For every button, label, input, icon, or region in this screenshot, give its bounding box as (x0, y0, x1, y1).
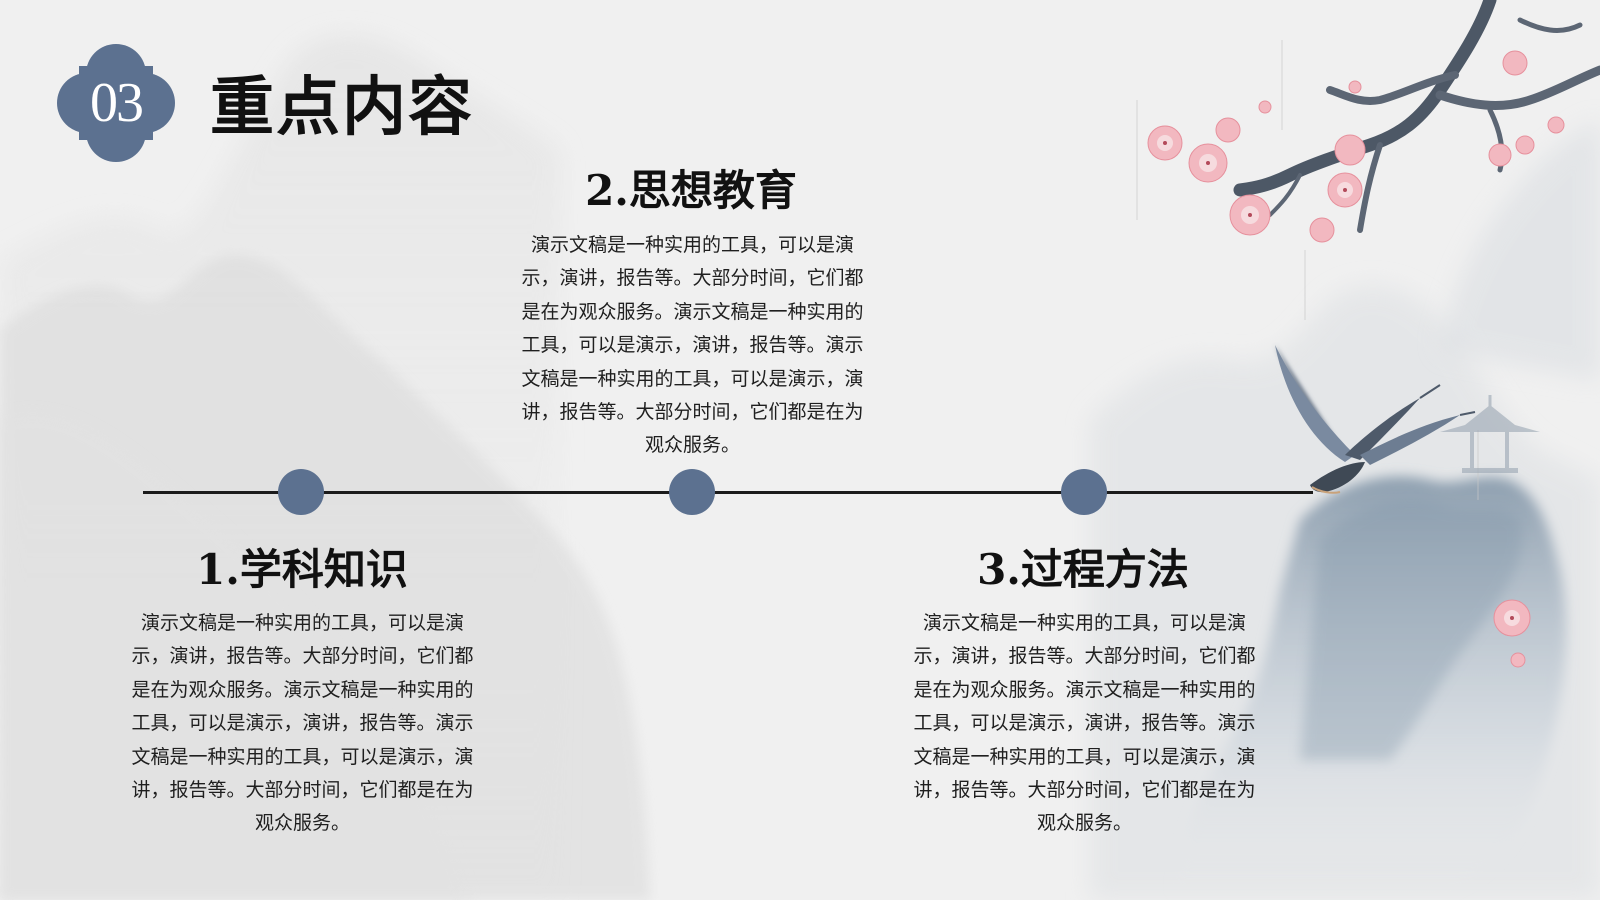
timeline-node-2 (669, 469, 715, 515)
page-title: 重点内容 (210, 70, 474, 145)
timeline-node-1 (278, 469, 324, 515)
item-title-3: 3.过程方法 (977, 545, 1189, 594)
plum-blossom-branch-icon (1147, 0, 1600, 668)
item-body-2: 演示文稿是一种实用的工具，可以是演示，演讲，报告等。大部分时间，它们都是在为观众… (521, 234, 864, 457)
item-body-3: 演示文稿是一种实用的工具，可以是演示，演讲，报告等。大部分时间，它们都是在为观众… (913, 612, 1256, 835)
timeline-line (143, 491, 1313, 494)
timeline-node-3 (1061, 469, 1107, 515)
section-number: 03 (90, 72, 144, 134)
swallow-icon (1275, 345, 1476, 494)
item-body-1: 演示文稿是一种实用的工具，可以是演示，演讲，报告等。大部分时间，它们都是在为观众… (131, 612, 474, 835)
item-title-1: 1.学科知识 (196, 545, 408, 594)
pavilion-icon (1440, 395, 1540, 473)
item-title-2: 2.思想教育 (585, 166, 797, 215)
ink-mountain-icon (0, 35, 650, 900)
section-badge-shape (57, 44, 175, 162)
